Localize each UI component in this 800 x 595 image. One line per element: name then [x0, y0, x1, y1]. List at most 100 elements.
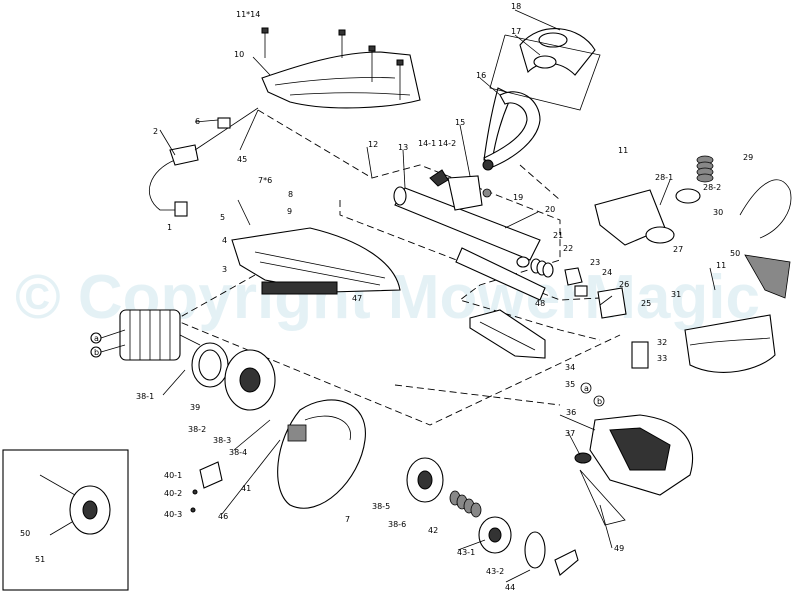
label-23: 23 [590, 258, 600, 267]
bracket-40-1 [199, 461, 223, 489]
label-38-2: 38-2 [188, 425, 206, 434]
vent-grille-3 [261, 281, 338, 295]
inset-box [2, 449, 129, 591]
label-43-2: 43-2 [486, 567, 504, 576]
guide-line-lower [394, 384, 561, 406]
label-41: 41 [241, 484, 251, 493]
washer-28 [645, 226, 675, 244]
label-28-2: 28-2 [703, 183, 721, 192]
label-b1: b [94, 348, 99, 357]
label-38-1: 38-1 [136, 392, 154, 401]
lower-housing-35 [469, 309, 546, 359]
guide-line-motor [173, 274, 621, 426]
lower-shaft-tube [455, 247, 546, 301]
upper-handle-cover-detail [274, 77, 411, 96]
label-5: 5 [220, 213, 225, 222]
label-25: 25 [641, 299, 651, 308]
cord-run [194, 107, 259, 151]
label-27: 27 [673, 245, 683, 254]
cover-49 [579, 469, 626, 526]
label-15: 15 [455, 118, 465, 127]
label-3: 3 [222, 265, 227, 274]
label-49: 49 [614, 544, 624, 553]
label-47: 47 [352, 294, 362, 303]
label-4: 4 [222, 236, 227, 245]
label-10: 10 [234, 50, 244, 59]
shaft-clamp [447, 175, 483, 211]
part-24 [574, 285, 588, 297]
lower-housing-detail [479, 321, 536, 351]
nut-19 [482, 188, 492, 198]
label-8: 8 [288, 190, 293, 199]
label-38-5: 38-5 [372, 502, 390, 511]
label-31: 31 [671, 290, 681, 299]
screw-40-3 [190, 507, 196, 513]
label-11a: 11 [618, 146, 628, 155]
spring-42 [449, 490, 482, 518]
label-33: 33 [657, 354, 667, 363]
shaft-end [393, 186, 407, 206]
label-40-2: 40-2 [164, 489, 182, 498]
ring-21 [516, 256, 530, 268]
label-50b: 50 [20, 529, 30, 538]
label-19: 19 [513, 193, 523, 202]
screw-40-2 [192, 489, 198, 495]
pin-20 [504, 211, 539, 229]
label-14-2: 14-2 [438, 139, 456, 148]
label-42: 42 [428, 526, 438, 535]
clip-44 [554, 549, 579, 576]
label-38-6: 38-6 [388, 520, 406, 529]
label-2: 2 [153, 127, 158, 136]
grip-sleeve-17 [533, 55, 557, 69]
inset-fan-hub [82, 500, 98, 520]
guide-line-tube [339, 200, 601, 301]
label-35: 35 [565, 380, 575, 389]
label-36: 36 [566, 408, 576, 417]
spring-29 [696, 155, 714, 183]
label-12: 12 [368, 140, 378, 149]
cord-strain-relief [169, 144, 199, 166]
part-labels: 1 2 3 4 5 6 7 7*6 8 9 10 11 11 11*14 12 … [20, 2, 753, 592]
label-40-1: 40-1 [164, 471, 182, 480]
main-housing-4 [231, 227, 401, 293]
guard-31 [684, 314, 776, 373]
guard-31-detail [689, 337, 771, 346]
label-20: 20 [545, 205, 555, 214]
label-29: 29 [743, 153, 753, 162]
label-11-14: 11*14 [236, 10, 260, 19]
label-7-6: 7*6 [258, 176, 272, 185]
label-11b: 11 [716, 261, 726, 270]
bracket-32 [631, 341, 649, 369]
label-34: 34 [565, 363, 575, 372]
label-45: 45 [237, 155, 247, 164]
label-18: 18 [511, 2, 521, 11]
guide-line-shaft [257, 109, 601, 341]
label-17: 17 [511, 27, 521, 36]
grip-bracket [489, 34, 601, 111]
label-24: 24 [602, 268, 612, 277]
motor-38-1 [119, 309, 201, 361]
label-14-1: 14-1 [418, 139, 436, 148]
label-13: 13 [398, 143, 408, 152]
power-cord [149, 159, 176, 211]
aux-handle-knob [482, 159, 494, 171]
cap-28-2 [675, 188, 701, 204]
label-38-3: 38-3 [213, 436, 231, 445]
label-46: 46 [218, 512, 228, 521]
label-9: 9 [287, 207, 292, 216]
label-a2: a [584, 384, 589, 393]
upper-handle-cover [261, 51, 421, 109]
label-51: 51 [35, 555, 45, 564]
label-a1: a [94, 334, 99, 343]
housing-ribs [254, 251, 386, 286]
label-50a: 50 [730, 249, 740, 258]
label-48: 48 [535, 299, 545, 308]
label-38-4: 38-4 [229, 448, 247, 457]
label-32: 32 [657, 338, 667, 347]
clip-6 [217, 117, 231, 129]
coupling-25 [597, 287, 627, 319]
head-housing-inner [609, 427, 671, 471]
label-37: 37 [565, 429, 575, 438]
